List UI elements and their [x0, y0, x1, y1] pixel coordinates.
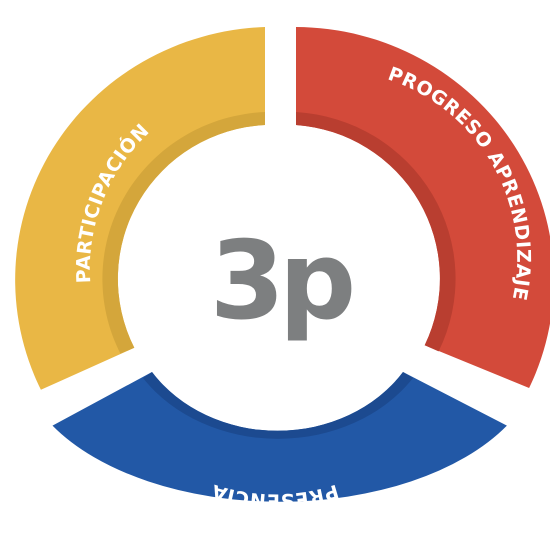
segment-participacion-outer-band [15, 27, 266, 390]
segment-participacion-inner-band [102, 112, 265, 354]
center-logo-text: 3p [210, 219, 352, 344]
segment-progreso-inner-band [296, 112, 456, 352]
segment-presencia-inner-band [143, 372, 413, 439]
segment-presencia: PRESENCIA [52, 372, 507, 511]
segment-progreso-aprendizaje: PROGRESO APRENDIZAJE [296, 27, 550, 388]
